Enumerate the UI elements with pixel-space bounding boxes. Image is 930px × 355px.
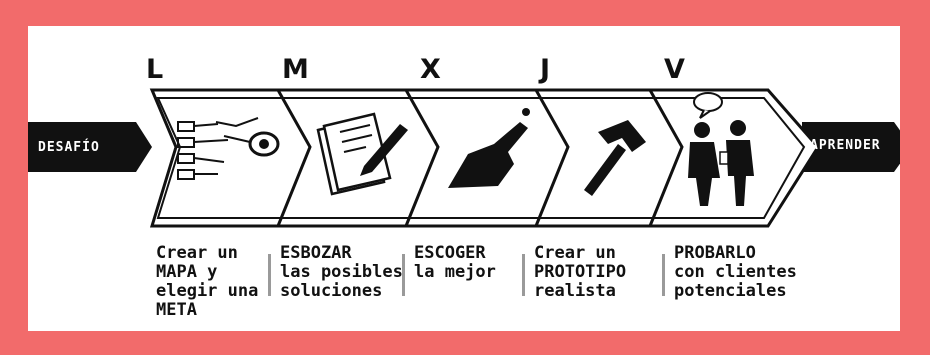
day-label-wednesday: X — [420, 54, 442, 85]
sketch-pencil-icon — [316, 112, 408, 196]
caption-separator — [522, 254, 525, 296]
caption-separator — [268, 254, 271, 296]
process-flow — [28, 88, 900, 228]
start-arrow — [28, 122, 152, 172]
chevron-divider-4 — [648, 89, 684, 227]
day-label-tuesday: M — [282, 54, 310, 85]
pointing-hand-icon — [448, 108, 530, 188]
end-label: APRENDER — [810, 138, 881, 153]
diagram-frame: L M X J V — [28, 26, 900, 331]
step-caption-1: Crear un MAPA y elegir una META — [156, 243, 259, 320]
hammer-icon — [584, 120, 646, 196]
day-label-thursday: J — [540, 54, 552, 85]
caption-separator — [402, 254, 405, 296]
chevron-divider-2 — [404, 89, 440, 227]
step-caption-4: Crear un PROTOTIPO realista — [534, 243, 627, 301]
day-label-friday: V — [664, 54, 686, 85]
caption-separator — [662, 254, 665, 296]
map-goal-icon — [177, 117, 280, 180]
people-talking-icon — [688, 92, 754, 206]
step-caption-2: ESBOZAR las posibles soluciones — [280, 243, 403, 301]
chevron-divider-3 — [534, 89, 570, 227]
end-arrow — [802, 122, 900, 172]
chevron-divider-1 — [276, 89, 312, 227]
step-caption-3: ESCOGER la mejor — [414, 243, 496, 282]
day-label-monday: L — [146, 54, 165, 85]
start-label: DESAFÍO — [38, 140, 100, 155]
step-caption-5: PROBARLO con clientes potenciales — [674, 243, 797, 301]
